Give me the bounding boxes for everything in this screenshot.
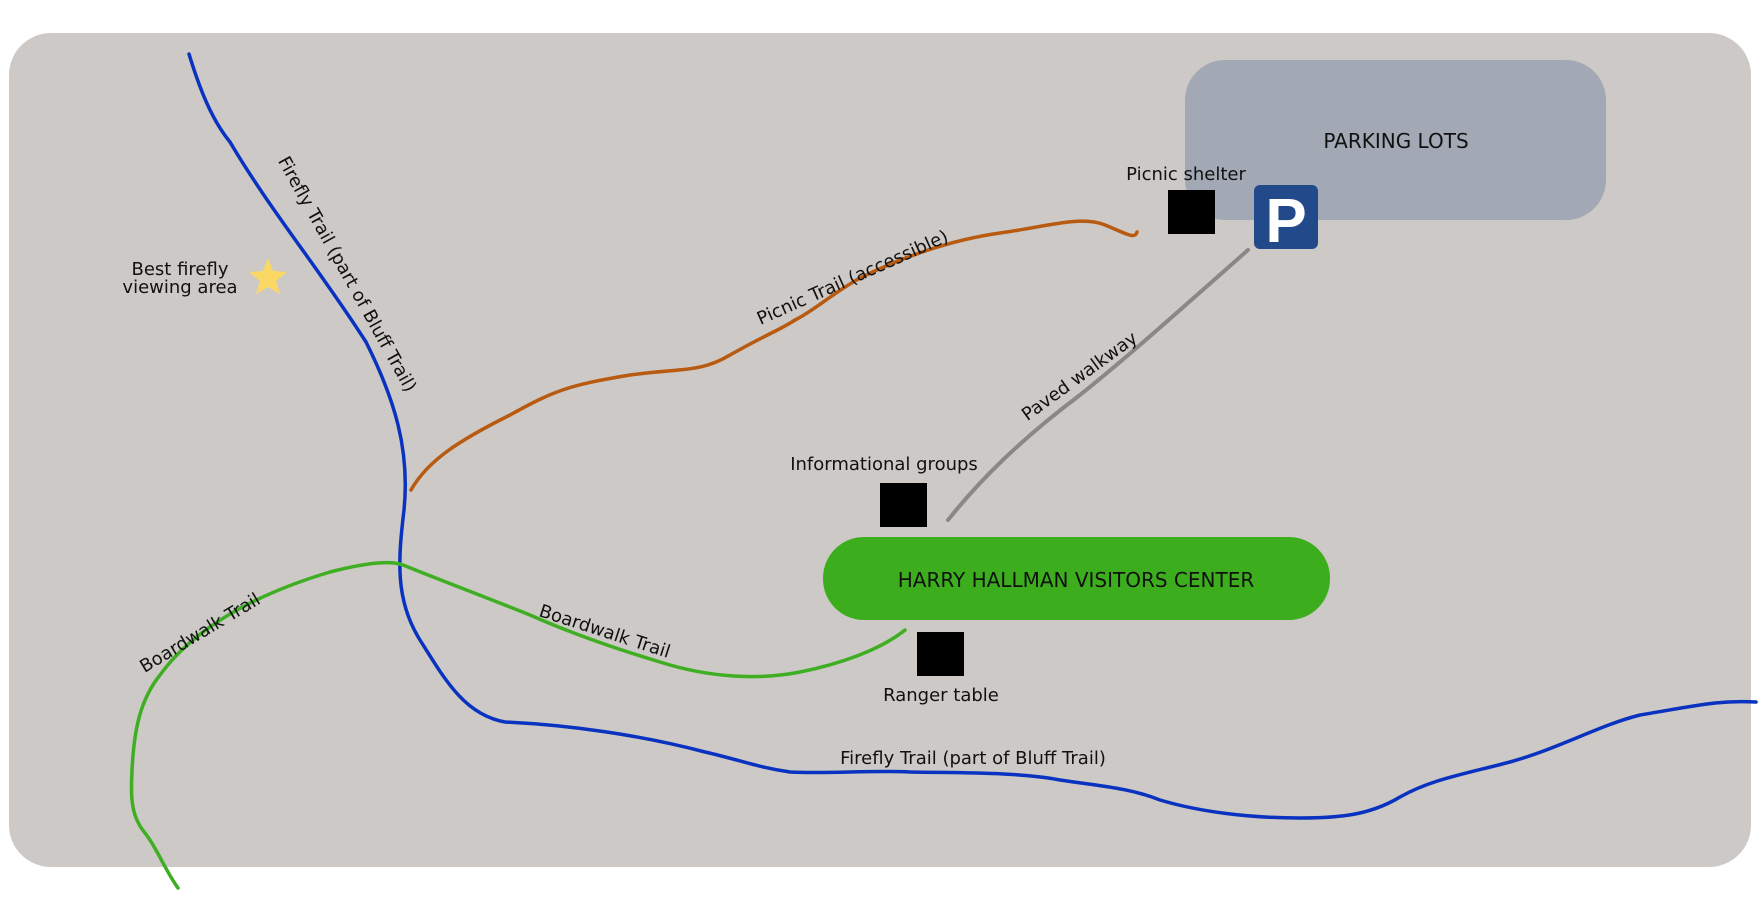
boardwalk-trail-line[interactable]: [129, 560, 907, 890]
ranger-table-marker[interactable]: [917, 632, 964, 676]
informational-groups-marker[interactable]: [880, 483, 927, 527]
informational-groups-label: Informational groups: [790, 454, 978, 475]
parking-sign-icon[interactable]: P: [1254, 185, 1318, 256]
visitors-center-area[interactable]: [823, 537, 1330, 620]
parking-lots-area[interactable]: [1185, 60, 1606, 220]
visitors-center-label: HARRY HALLMAN VISITORS CENTER: [898, 568, 1255, 592]
parking-lots-label: PARKING LOTS: [1323, 129, 1468, 153]
ranger-table-label: Ranger table: [883, 685, 999, 706]
picnic-shelter-marker[interactable]: [1168, 190, 1215, 234]
picnic-shelter-label: Picnic shelter: [1126, 164, 1246, 185]
picnic-trail-line[interactable]: [409, 219, 1139, 492]
firefly-trail-label-lower: Firefly Trail (part of Bluff Trail): [840, 748, 1106, 769]
firefly-area-label-line2: viewing area: [122, 277, 237, 298]
firefly-trail-line[interactable]: [187, 52, 1758, 820]
firefly-area-label-line1: Best firefly: [132, 259, 229, 280]
paved-walkway-line[interactable]: [946, 248, 1250, 522]
star-icon[interactable]: [249, 258, 287, 294]
parking-sign-letter: P: [1265, 187, 1306, 256]
